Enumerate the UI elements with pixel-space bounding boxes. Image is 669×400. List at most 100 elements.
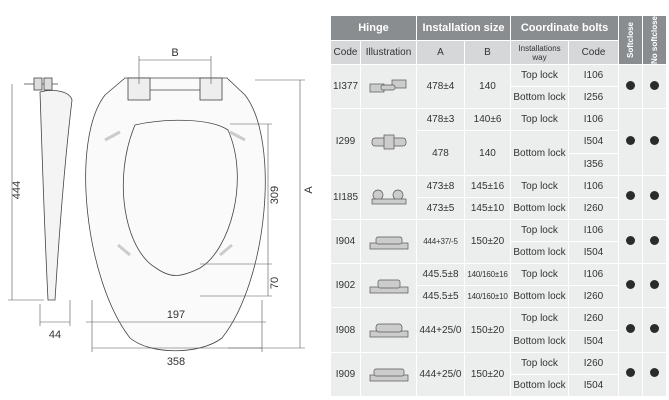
hinge-code: I909 (330, 351, 361, 398)
installation-way: Bottom lock (510, 241, 570, 265)
code-subheader: Code (330, 40, 361, 66)
size-b: 140/160±16 (463, 263, 512, 287)
hinge-spec-table: Hinge Installation size Coordinate bolts… (330, 14, 668, 398)
dim-444-label: 444 (11, 181, 23, 199)
size-a: 444+25/0 (416, 307, 465, 353)
hinge-code: I902 (330, 263, 361, 309)
installation-way: Bottom lock (510, 86, 570, 110)
installation-way: Top lock (510, 108, 570, 132)
table-row: I356 (331, 152, 667, 176)
bolt-code: I260 (568, 285, 620, 309)
size-b: 140 (463, 64, 512, 110)
table-row: I909 444+25/0 150±20 Top lock I260 (330, 351, 668, 398)
hinge-illustration (360, 218, 417, 265)
bolt-code: I256 (568, 86, 620, 110)
softclose-dot (618, 108, 644, 176)
table-row: Bottom lock I504 (331, 329, 667, 353)
softclose-dot (618, 64, 644, 110)
hinge-illustration (360, 351, 417, 398)
hinge-code: 1I377 (330, 64, 361, 110)
bolt-code: I106 (568, 218, 620, 243)
hinge-code: I904 (330, 218, 361, 265)
table-row: I904 444+37/-5 150±20 Top lock I106 (330, 218, 668, 265)
installation-way: Top lock (510, 64, 570, 88)
hinge-code: I299 (330, 108, 361, 176)
b-subheader: B (463, 40, 512, 66)
bolt-code: I260 (568, 196, 620, 220)
no-softclose-dot (642, 174, 668, 220)
softclose-dot (618, 174, 644, 220)
no-softclose-dot (642, 263, 668, 309)
bolt-code: I106 (568, 64, 620, 88)
dim-44-label: 44 (49, 329, 61, 341)
size-a: 478±4 (416, 64, 465, 110)
hinge-header: Hinge (330, 14, 417, 42)
installation-way: Top lock (510, 307, 570, 331)
hinge-code: 1I185 (330, 174, 361, 220)
size-b: 145±16 (463, 174, 512, 198)
bolt-code: I504 (568, 373, 620, 398)
dim-309-label: 309 (269, 186, 281, 204)
bolt-code: I106 (568, 174, 620, 198)
installation-way: Bottom lock (510, 373, 570, 398)
dim-70-label: 70 (269, 277, 281, 289)
hinge-illustration (360, 108, 417, 176)
no-softclose-dot (642, 64, 668, 110)
installation-size-header: Installation size (415, 14, 512, 42)
size-b: 140/160±10 (463, 285, 512, 309)
no-softclose-dot (642, 307, 668, 353)
dim-a-label: A (303, 186, 315, 194)
table-row: 1I377 478±4 140 Top lock I106 (330, 64, 668, 110)
installation-way: Bottom lock (510, 196, 570, 220)
softclose-dot (618, 351, 644, 398)
size-b: 150±20 (463, 307, 512, 353)
bolt-code: I504 (568, 329, 620, 353)
bolt-code-subheader: Code (568, 40, 620, 66)
size-a: 478 (416, 130, 465, 176)
table-row: 478 140 Bottom lock I504 (331, 130, 667, 176)
dim-b-label: B (171, 47, 178, 59)
table-row: Bottom lock I504 (331, 373, 667, 398)
bolt-code: I260 (568, 351, 620, 375)
size-b: 140 (463, 130, 512, 176)
bolt-code: I260 (568, 307, 620, 331)
no-softclose-dot (642, 108, 668, 176)
a-subheader: A (416, 40, 465, 66)
hinge-illustration (360, 174, 417, 220)
hinge-illustration (360, 263, 417, 309)
no-softclose-dot (642, 218, 668, 265)
dim-197-label: 197 (167, 309, 185, 321)
softclose-dot (618, 307, 644, 353)
installation-way: Bottom lock (510, 285, 570, 309)
table-row: I902 445.5±8 140/160±16 Top lock I106 (330, 263, 668, 309)
size-a: 444+25/0 (416, 351, 465, 398)
size-a: 473±5 (416, 196, 465, 220)
installation-way: Top lock (510, 218, 570, 243)
size-a: 445.5±5 (416, 285, 465, 309)
softclose-dot (618, 218, 644, 265)
size-b: 150±20 (463, 218, 512, 265)
bolt-code: I106 (568, 263, 620, 287)
hinge-illustration (360, 307, 417, 353)
installation-way: Top lock (510, 174, 570, 198)
softclose-dot (618, 263, 644, 309)
size-a: 444+37/-5 (416, 218, 465, 265)
illustration-subheader: Illustration (360, 40, 417, 66)
softclose-header: Softclose (618, 14, 644, 66)
size-a: 473±8 (416, 174, 465, 198)
installation-way: Bottom lock (510, 130, 570, 176)
table-row: I299 478±3 140±6 Top lock I106 (330, 108, 668, 176)
size-a: 478±3 (416, 108, 465, 132)
toilet-seat-drawing: B 444 A 309 70 44 197 358 (8, 47, 315, 368)
no-softclose-dot (642, 351, 668, 398)
size-b: 150±20 (463, 351, 512, 398)
table-row: Bottom lock I504 (331, 241, 667, 265)
bolt-code: I504 (568, 130, 620, 154)
bolt-code: I106 (568, 108, 620, 132)
installation-way: Top lock (510, 263, 570, 287)
bolt-code: I504 (568, 241, 620, 265)
bolt-code: I356 (568, 152, 620, 176)
size-b: 140±6 (463, 108, 512, 132)
size-a: 445.5±8 (416, 263, 465, 287)
no-softclose-header: No softclose (642, 14, 668, 66)
